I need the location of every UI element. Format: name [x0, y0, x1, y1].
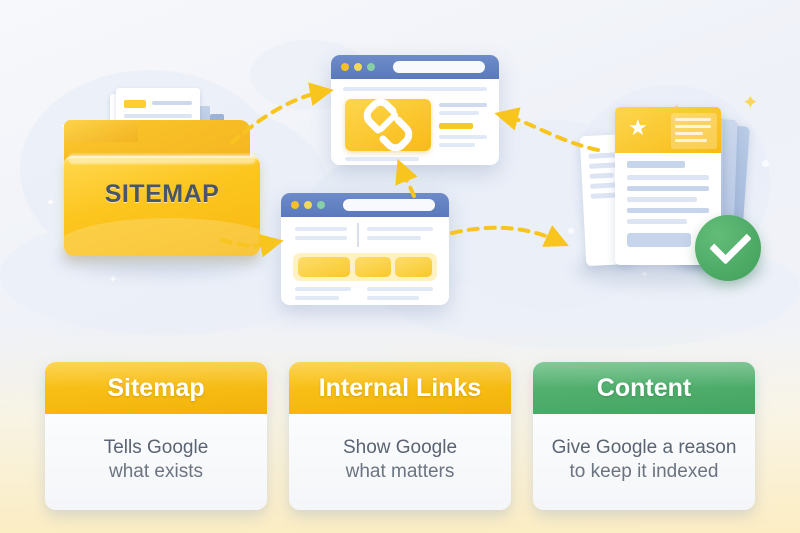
- star-icon: ★: [628, 115, 648, 140]
- sparkle-icon: ✦: [742, 92, 759, 114]
- page-line: [627, 208, 709, 213]
- document-line: [152, 101, 192, 105]
- sitemap-folder: SITEMAP: [50, 88, 270, 278]
- content-line: [439, 135, 487, 139]
- stack-page-front: ★: [615, 107, 721, 265]
- content-line: [345, 157, 419, 161]
- content-line: [295, 227, 347, 231]
- summary-cards: Sitemap Tells Google what exists Interna…: [0, 362, 800, 510]
- card-body: Show Google what matters: [289, 414, 511, 510]
- card-line-2: what exists: [109, 461, 203, 482]
- card-title: Internal Links: [289, 362, 511, 414]
- folder-highlight: [64, 214, 260, 256]
- card-line-1: Show Google: [342, 436, 458, 458]
- content-divider: [357, 223, 359, 247]
- card-body: Tells Google what exists: [45, 414, 267, 510]
- highlight-chip: [298, 257, 350, 277]
- page-line: [627, 186, 709, 191]
- content-highlight-line: [439, 123, 473, 129]
- browser-title-bar: [331, 55, 499, 79]
- page-block: [627, 233, 691, 247]
- sparkle-icon: ✦: [108, 272, 119, 286]
- content-line: [295, 287, 351, 291]
- highlight-chip: [355, 257, 391, 277]
- content-line: [367, 227, 433, 231]
- browser-dot-yellow: [341, 63, 349, 71]
- document-tag: [124, 100, 146, 108]
- card-body: Give Google a reason to keep it indexed: [533, 414, 755, 510]
- chain-link-icon: [363, 98, 413, 152]
- page-line: [627, 175, 709, 180]
- browser-address-bar: [393, 61, 485, 73]
- page-line: [627, 219, 687, 224]
- browser-dot-yellow: [291, 201, 299, 209]
- card-content[interactable]: Content Give Google a reason to keep it …: [533, 362, 755, 510]
- folder-lip: [68, 154, 256, 164]
- content-line: [367, 296, 419, 300]
- document-line: [124, 114, 192, 118]
- browser-dot-light: [304, 201, 312, 209]
- highlight-chip: [395, 257, 432, 277]
- decorative-dot: [568, 228, 574, 234]
- decorative-dot: [762, 160, 769, 167]
- content-line: [439, 111, 479, 115]
- sparkle-icon: ✦: [46, 197, 56, 209]
- card-title: Content: [533, 362, 755, 414]
- browser-address-bar: [343, 199, 435, 211]
- browser-title-bar: [281, 193, 449, 217]
- card-line-1: Give Google a reason: [551, 436, 737, 458]
- browser-content: [281, 217, 449, 305]
- content-line: [367, 287, 433, 291]
- browser-window-links: [331, 55, 499, 165]
- browser-dot-light: [354, 63, 362, 71]
- content-line: [439, 143, 475, 147]
- card-line-2: to keep it indexed: [569, 461, 719, 482]
- page-line: [627, 161, 685, 168]
- content-line: [295, 296, 339, 300]
- card-title: Sitemap: [45, 362, 267, 414]
- folder-label: SITEMAP: [104, 180, 220, 208]
- content-line: [439, 103, 487, 107]
- page-header-block: [671, 113, 717, 149]
- sparkle-icon: ✦: [640, 269, 650, 281]
- content-line: [367, 236, 421, 240]
- browser-content: [331, 79, 499, 165]
- browser-dot-green: [367, 63, 375, 71]
- card-sitemap[interactable]: Sitemap Tells Google what exists: [45, 362, 267, 510]
- link-hero-block: [345, 98, 431, 152]
- content-line: [343, 87, 487, 91]
- page-header: [615, 107, 721, 153]
- green-check-icon: [695, 215, 761, 281]
- card-line-1: Tells Google: [103, 436, 209, 458]
- browser-dot-green: [317, 201, 325, 209]
- card-line-2: what matters: [345, 461, 455, 482]
- browser-window-page: [281, 193, 449, 305]
- card-internal-links[interactable]: Internal Links Show Google what matters: [289, 362, 511, 510]
- content-line: [295, 236, 347, 240]
- document-stack: ★: [565, 95, 780, 290]
- page-line: [627, 197, 697, 202]
- folder-tab: [64, 120, 138, 142]
